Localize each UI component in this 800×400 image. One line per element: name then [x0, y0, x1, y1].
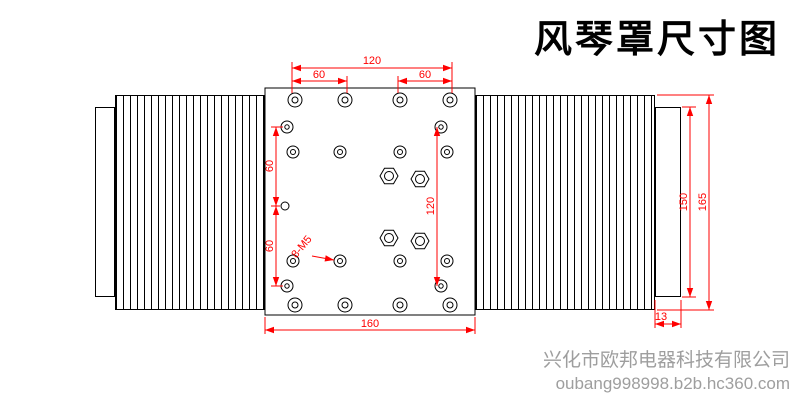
dimension-left-group [271, 126, 283, 287]
bolt-holes-bottom-row [287, 297, 458, 313]
dimension-right-150-group [682, 106, 696, 298]
dim-left-lower: 60 [264, 240, 276, 252]
footer: 兴化市欧邦电器科技有限公司 oubang998998.b2b.hc360.com [543, 349, 790, 394]
dim-top-total: 120 [363, 55, 381, 67]
hex-nuts-upper-pair [379, 167, 430, 188]
left-reference-hole [280, 201, 290, 211]
dim-left-upper: 60 [264, 160, 276, 172]
right-bellows-section [475, 95, 655, 310]
dim-top-right: 60 [419, 69, 431, 81]
dim-bottom-width: 160 [361, 318, 379, 330]
dim-right-total-height: 165 [697, 193, 709, 211]
company-name: 兴化市欧邦电器科技有限公司 [542, 350, 790, 371]
dimension-right-165-group [657, 94, 714, 311]
hex-nuts-lower-pair [379, 229, 430, 250]
drawing-title: 风琴罩尺寸图 [533, 19, 780, 61]
right-end-cap [655, 107, 681, 297]
dim-right-inner-height: 150 [678, 193, 690, 211]
dimension-top-group [291, 62, 453, 93]
dim-right-inner: 120 [425, 197, 437, 215]
dim-top-left: 60 [313, 69, 325, 81]
bolt-holes-fourth-row [286, 254, 454, 268]
left-bellows-section [115, 95, 265, 310]
left-end-cap [95, 107, 115, 297]
dimension-bottom-group [264, 317, 476, 334]
bolt-holes-third-row [286, 145, 454, 159]
dim-endcap-width: 13 [655, 311, 667, 323]
holes-callout-leader [311, 255, 335, 262]
company-url: oubang998998.b2b.hc360.com [555, 373, 790, 393]
bolt-holes-top-row [287, 92, 458, 108]
dimension-endcap-group [654, 300, 682, 328]
